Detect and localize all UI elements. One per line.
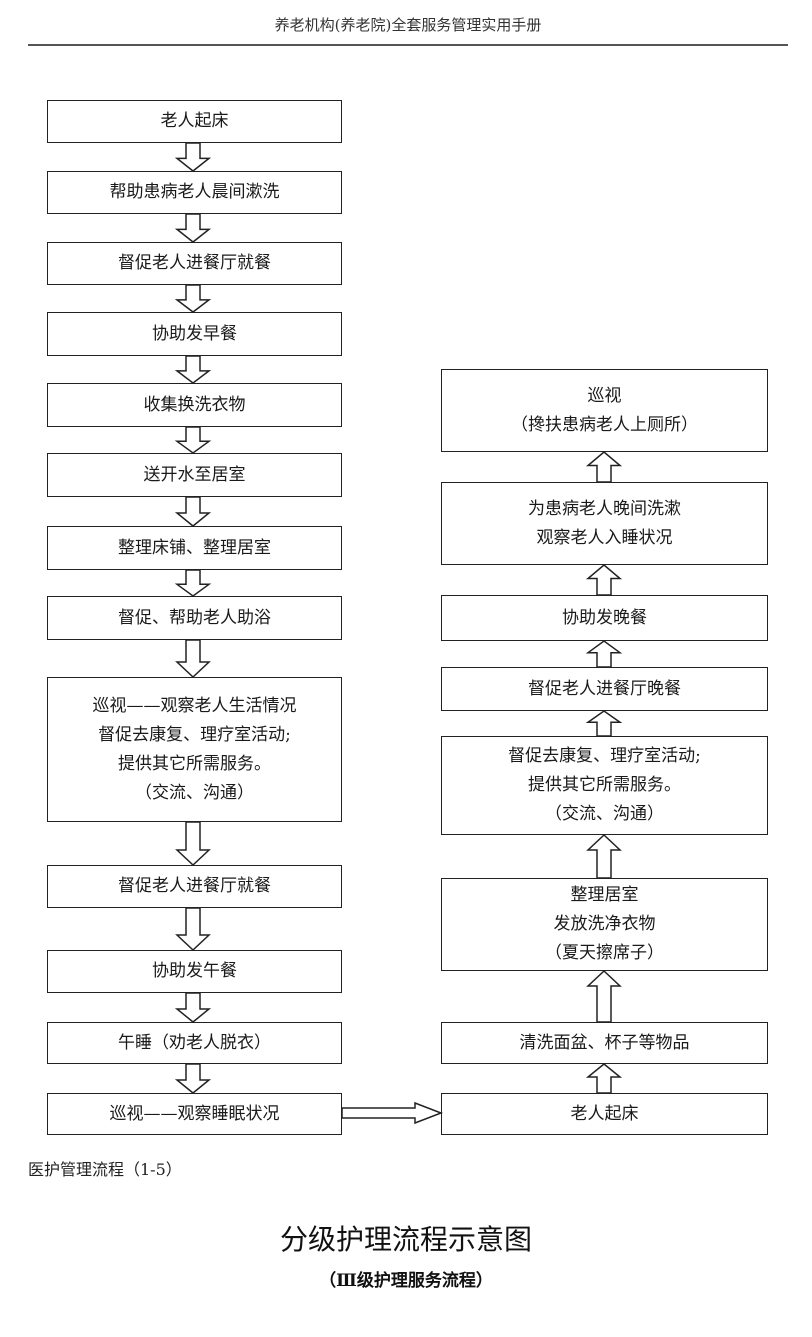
up-arrow-5 [586, 833, 622, 879]
flow-step-text: 协助发早餐 [152, 323, 237, 344]
down-arrow-9 [175, 821, 211, 867]
flow-step-text: 观察老人入睡状况 [536, 527, 673, 548]
flow-step-text: 午睡（劝老人脱衣） [118, 1032, 271, 1053]
flow-step-text: 为患病老人晚间洗漱 [528, 498, 681, 519]
flow-step-text: 督促老人进餐厅晚餐 [528, 678, 681, 699]
down-arrow-11 [174, 992, 212, 1023]
flow-step-left-1: 老人起床 [47, 100, 342, 143]
flow-step-text: 协助发午餐 [152, 961, 237, 981]
flow-step-text: 提供其它所需服务。 [118, 753, 271, 774]
up-arrow-6 [586, 969, 622, 1023]
flow-step-text: 协助发晚餐 [562, 607, 647, 628]
down-arrow-6 [174, 496, 212, 527]
flow-step-text: 督促老人进餐厅就餐 [118, 253, 271, 273]
connector-arrow [341, 1101, 444, 1125]
flow-step-right-2: 为患病老人晚间洗漱观察老人入睡状况 [441, 482, 768, 565]
header-rule [28, 44, 788, 46]
down-arrow-2 [174, 213, 212, 243]
flow-step-left-9: 巡视——观察老人生活情况督促去康复、理疗室活动; 提供其它所需服务。 （交流、沟通） [47, 677, 342, 822]
flow-step-text: 督促去康复、理疗室活动; [98, 724, 291, 745]
diagram-title: 分级护理流程示意图 [279, 1223, 532, 1256]
flow-step-text: 督促老人进餐厅就餐 [118, 876, 271, 896]
flow-step-left-3: 督促老人进餐厅就餐 [47, 242, 342, 285]
flow-step-text: 巡视——观察睡眠状况 [109, 1103, 280, 1124]
flow-step-left-4: 协助发早餐 [47, 312, 342, 356]
flow-step-right-1: 巡视 （搀扶患病老人上厕所） [441, 369, 768, 452]
flow-step-text: 提供其它所需服务。 [528, 775, 681, 795]
down-arrow-1 [174, 142, 212, 172]
flow-step-text: 督促去康复、理疗室活动; [508, 746, 701, 766]
flow-step-right-5: 督促去康复、理疗室活动; 提供其它所需服务。 （交流、沟通） [441, 736, 768, 835]
up-arrow-2 [585, 564, 623, 596]
down-arrow-7 [174, 569, 212, 597]
flow-step-text: 巡视——观察老人生活情况 [92, 695, 297, 716]
up-arrow-3 [585, 640, 623, 668]
flow-step-left-11: 协助发午餐 [47, 950, 342, 993]
flow-step-text: （交流、沟通） [545, 804, 664, 824]
down-arrow-10 [175, 907, 211, 952]
flow-step-text: 清洗面盆、杯子等物品 [519, 1032, 690, 1053]
flow-step-text: 老人起床 [570, 1103, 639, 1124]
diagram-subtitle: （Ⅲ级护理服务流程） [319, 1271, 493, 1291]
flow-step-left-5: 收集换洗衣物 [47, 383, 342, 427]
flow-step-text: 整理床铺、整理居室 [118, 537, 271, 558]
flow-step-text: 收集换洗衣物 [143, 394, 246, 415]
flow-step-text: （搀扶患病老人上厕所） [511, 414, 698, 435]
up-arrow-7 [585, 1063, 623, 1094]
down-arrow-8 [175, 639, 211, 679]
flow-step-text: 督促、帮助老人助浴 [118, 607, 271, 628]
flow-step-text: （夏天擦席子） [545, 943, 664, 963]
flow-step-left-7: 整理床铺、整理居室 [47, 526, 342, 570]
up-arrow-4 [585, 710, 623, 737]
down-arrow-12 [174, 1063, 212, 1094]
flow-step-text: （交流、沟通） [135, 782, 254, 803]
flow-step-text: 整理居室 [570, 885, 639, 905]
flow-step-text: 巡视 [587, 385, 622, 406]
flow-step-right-6: 整理居室发放洗净衣物 （夏天擦席子） [441, 878, 768, 971]
flow-step-left-6: 送开水至居室 [47, 453, 342, 497]
flow-step-text: 帮助患病老人晨间漱洗 [109, 182, 280, 202]
figure-caption: 医护管理流程（1-5） [28, 1160, 182, 1179]
down-arrow-3 [174, 284, 212, 313]
down-arrow-4 [174, 355, 212, 384]
flow-step-right-8: 老人起床 [441, 1093, 768, 1135]
flow-step-text: 老人起床 [160, 111, 229, 131]
flow-step-text: 发放洗净衣物 [553, 914, 656, 934]
flow-step-left-13: 巡视——观察睡眠状况 [47, 1093, 342, 1135]
flow-step-left-8: 督促、帮助老人助浴 [47, 596, 342, 640]
down-arrow-5 [174, 426, 212, 454]
flow-step-left-2: 帮助患病老人晨间漱洗 [47, 171, 342, 214]
page-header: 养老机构(养老院)全套服务管理实用手册 [274, 16, 542, 34]
up-arrow-1 [585, 451, 623, 483]
flow-step-text: 送开水至居室 [143, 464, 246, 485]
